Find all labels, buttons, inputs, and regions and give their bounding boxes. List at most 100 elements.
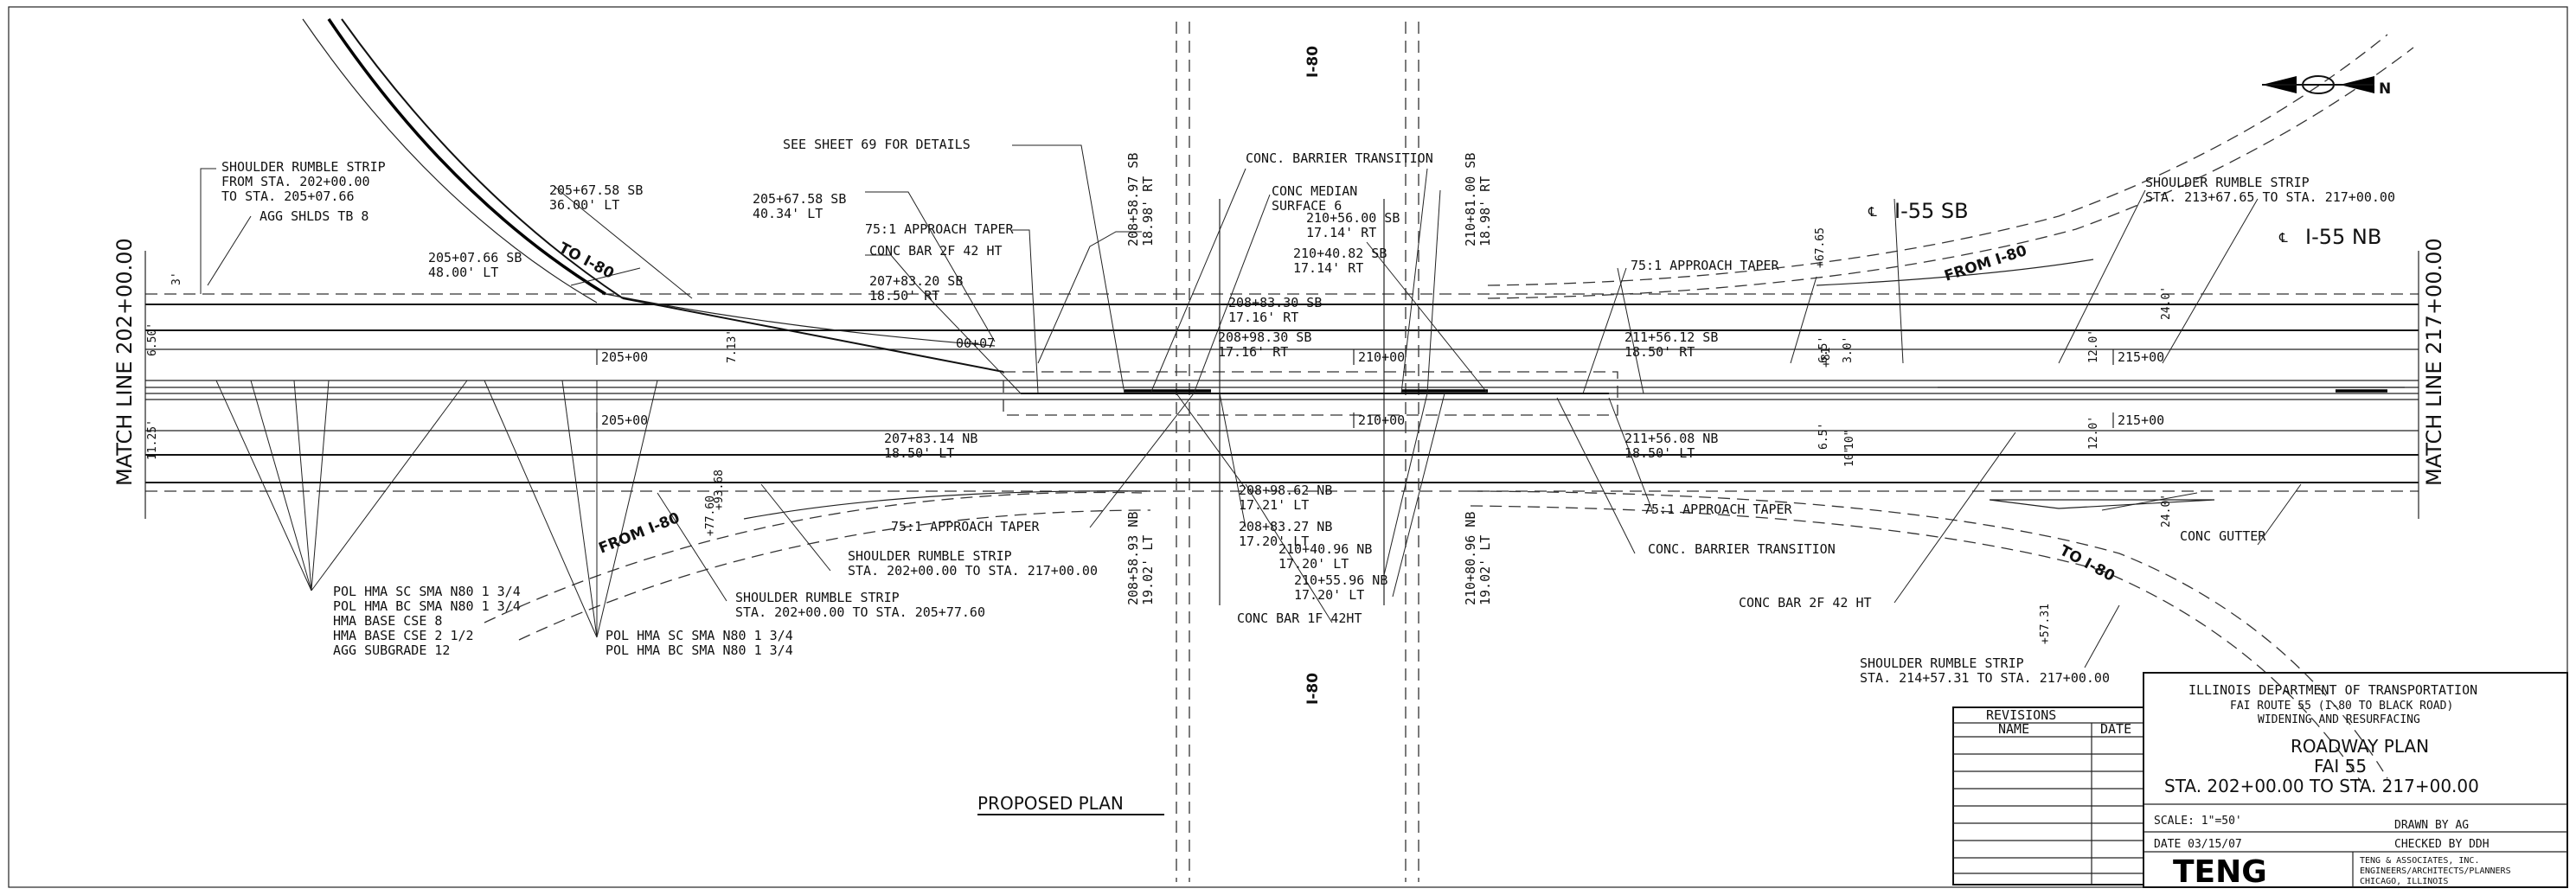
callout-line: SHOULDER RUMBLE STRIP [735,590,900,605]
dimension-labels: 6.50'11.25'7.13'+93.68+77.603'6.5'3.0'+8… [146,227,2173,644]
dimension-label: 12.0' [2087,329,2100,363]
dimension-label: 11.25' [146,419,159,460]
teng-logo: TENG [2173,854,2267,890]
tb-dept: ILLINOIS DEPARTMENT OF TRANSPORTATION [2188,682,2477,698]
callout-conc-gutter: CONC GUTTER [2180,528,2266,544]
tb-scale: SCALE: 1"=50' [2154,815,2242,828]
callout-line: 210+40.96 NB [1278,541,1372,557]
i55-nb-symbol: ℄ [2278,230,2288,246]
tb-fai: FAI 55 [2314,756,2367,777]
callout-line: 208+98.62 NB [1239,483,1332,498]
callout-line: CONC. BARRIER TRANSITION [1246,150,1433,166]
north-arrow: N [2262,75,2391,98]
callout-line: 18.50' RT [1624,344,1695,360]
tb-plan: ROADWAY PLAN [2291,736,2429,757]
callout-line: CONC BAR 1F 42HT [1237,611,1362,626]
revisions-table: REVISIONS NAME DATE [1952,706,2144,885]
revisions-date-header: DATE [2100,721,2131,737]
callout-line: 17.20' LT [1239,534,1309,549]
callout-line: 18.98' RT [1140,176,1156,246]
match-line-left: MATCH LINE 202+00.00 [112,238,137,486]
callout-line: 19.02' LT [1477,535,1493,605]
callout-approach-taper-1: 75:1 APPROACH TAPER [865,221,1015,237]
dimension-label: 6.50' [146,323,159,356]
north-letter: N [2379,80,2391,98]
callout-line: 207+83.14 NB [884,431,977,446]
callout-conc-barrier-transition-top: CONC. BARRIER TRANSITION [1246,150,1433,166]
tb-sta: STA. 202+00.00 TO STA. 217+00.00 [2164,776,2479,796]
dimension-label: 6.5' [1817,336,1830,363]
callout-line: SEE SHEET 69 FOR DETAILS [783,137,971,152]
callout-line: SURFACE 6 [1272,198,1342,214]
dimension-label: +93.68 [713,470,726,510]
dimension-label: 6.5' [1817,423,1830,450]
callout-line: 210+40.82 SB [1293,246,1387,261]
callout-line: SHOULDER RUMBLE STRIP [1860,655,2024,671]
callout-line: POL HMA BC SMA N80 1 3/4 [333,598,521,614]
callout-line: STA. 202+00.00 TO STA. 205+77.60 [735,604,985,620]
dimension-label: +67.65 [1814,227,1827,268]
callout-line: HMA BASE CSE 8 [333,613,442,629]
callout-approach-taper-3: 75:1 APPROACH TAPER [891,519,1041,534]
callout-line: 207+83.20 SB [869,273,963,289]
callout-approach-taper-4: 75:1 APPROACH TAPER [1644,502,1793,517]
callout-line: 48.00' LT [428,265,498,280]
callout-line: SHOULDER RUMBLE STRIP [2145,175,2310,190]
ramp-label-to-i80-nw: TO I-80 [556,240,617,283]
leader-lines [200,144,2302,668]
i80-label-top: I-80 [1304,46,1322,78]
callout-line: 210+81.00 SB [1463,153,1478,246]
callout-see-sheet: SEE SHEET 69 FOR DETAILS [783,137,971,152]
callout-line: 208+58.93 NB [1125,512,1141,605]
callout-line: 75:1 APPROACH TAPER [891,519,1041,534]
callout-line: STA. 213+67.65 TO STA. 217+00.00 [2145,189,2395,205]
callout-line: SHOULDER RUMBLE STRIP [848,548,1012,564]
callout-conc-barrier-transition-bot: CONC. BARRIER TRANSITION [1648,541,1836,557]
proposed-plan-title: PROPOSED PLAN [977,793,1124,814]
tb-work: WIDENING AND RESURFACING [2258,713,2420,726]
callout-line: 205+07.66 SB [428,250,522,265]
callout-line: AGG SHLDS TB 8 [260,208,368,224]
callout-line: 18.50' RT [869,288,939,304]
tb-drawn: DRAWN BY AG [2394,819,2469,832]
i55-sb-symbol: ℄ [1868,204,1877,220]
i80-label-bottom: I-80 [1304,673,1322,705]
match-line-right: MATCH LINE 217+00.00 [2422,238,2446,486]
station-205-nb: 205+00 [601,412,648,428]
tb-route: FAI ROUTE 55 (I-80 TO BLACK ROAD) [2230,700,2453,713]
callout-line: HMA BASE CSE 2 1/2 [333,628,474,643]
i80-corridor [1176,22,1419,882]
callout-conc-bar-2f-b: CONC BAR 2F 42 HT [1739,595,1872,611]
callout-line: 75:1 APPROACH TAPER [1631,258,1780,273]
median-barrier [1021,387,2405,394]
callout-line: AGG SUBGRADE 12 [333,642,450,658]
callout-line: 205+67.58 SB [549,182,643,198]
callout-line: 210+55.96 NB [1294,572,1387,588]
callout-line: 17.20' LT [1294,587,1364,603]
station-210-sb: 210+00 [1358,349,1405,365]
callout-line: CONC GUTTER [2180,528,2266,544]
station-215-sb: 215+00 [2118,349,2164,365]
callout-line: 208+98.30 SB [1218,329,1311,345]
callout-line: CONC MEDIAN [1272,183,1357,199]
callout-sta-210-81-00: 210+81.00 SB18.98' RT [1463,153,1493,246]
dimension-label: +81 [1820,348,1833,368]
station-205-sb: 205+00 [601,349,648,365]
callout-line: POL HMA SC SMA N80 1 3/4 [333,584,521,599]
dimension-label: 7.13' [726,329,739,363]
callout-line: 18.50' LT [884,445,954,461]
